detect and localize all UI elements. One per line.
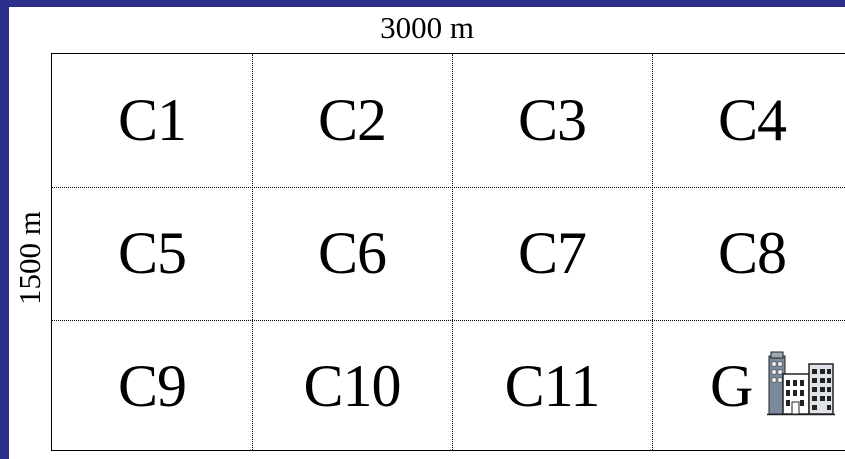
cell-label: C5 — [117, 220, 187, 286]
cell-label: G — [710, 353, 753, 419]
grid-divider-horizontal — [52, 320, 845, 321]
cell-g: G — [652, 320, 845, 453]
cell-c2: C2 — [252, 54, 452, 187]
cell-label: C11 — [504, 353, 601, 419]
area-grid: C1 C2 C3 C4 C5 C6 C7 C8 C9 C10 C11 G — [51, 53, 845, 451]
cell-c11: C11 — [452, 320, 652, 453]
cell-c5: C5 — [52, 187, 252, 320]
grid-divider-vertical — [452, 54, 453, 450]
cell-label: C3 — [517, 87, 587, 153]
cell-c7: C7 — [452, 187, 652, 320]
cell-label: C8 — [717, 220, 787, 286]
cell-c9: C9 — [52, 320, 252, 453]
cell-c10: C10 — [252, 320, 452, 453]
cell-label: C1 — [117, 87, 187, 153]
height-dimension-label: 1500 m — [12, 211, 47, 305]
cell-c3: C3 — [452, 54, 652, 187]
width-dimension-label: 3000 m — [380, 10, 474, 45]
grid-divider-vertical — [252, 54, 253, 450]
cell-c4: C4 — [652, 54, 845, 187]
cell-c8: C8 — [652, 187, 845, 320]
building-icon — [767, 351, 835, 416]
diagram-panel: 3000 m 1500 m C1 C2 C3 C4 C5 C6 C7 C8 C9… — [9, 7, 845, 459]
cell-label: C7 — [517, 220, 587, 286]
cell-label: C9 — [117, 353, 187, 419]
cell-c1: C1 — [52, 54, 252, 187]
cell-label: C2 — [317, 87, 387, 153]
cell-label: C6 — [317, 220, 387, 286]
cell-label: C4 — [717, 87, 787, 153]
cell-c6: C6 — [252, 187, 452, 320]
grid-divider-horizontal — [52, 187, 845, 188]
grid-divider-vertical — [652, 54, 653, 450]
cell-label: C10 — [303, 353, 401, 419]
